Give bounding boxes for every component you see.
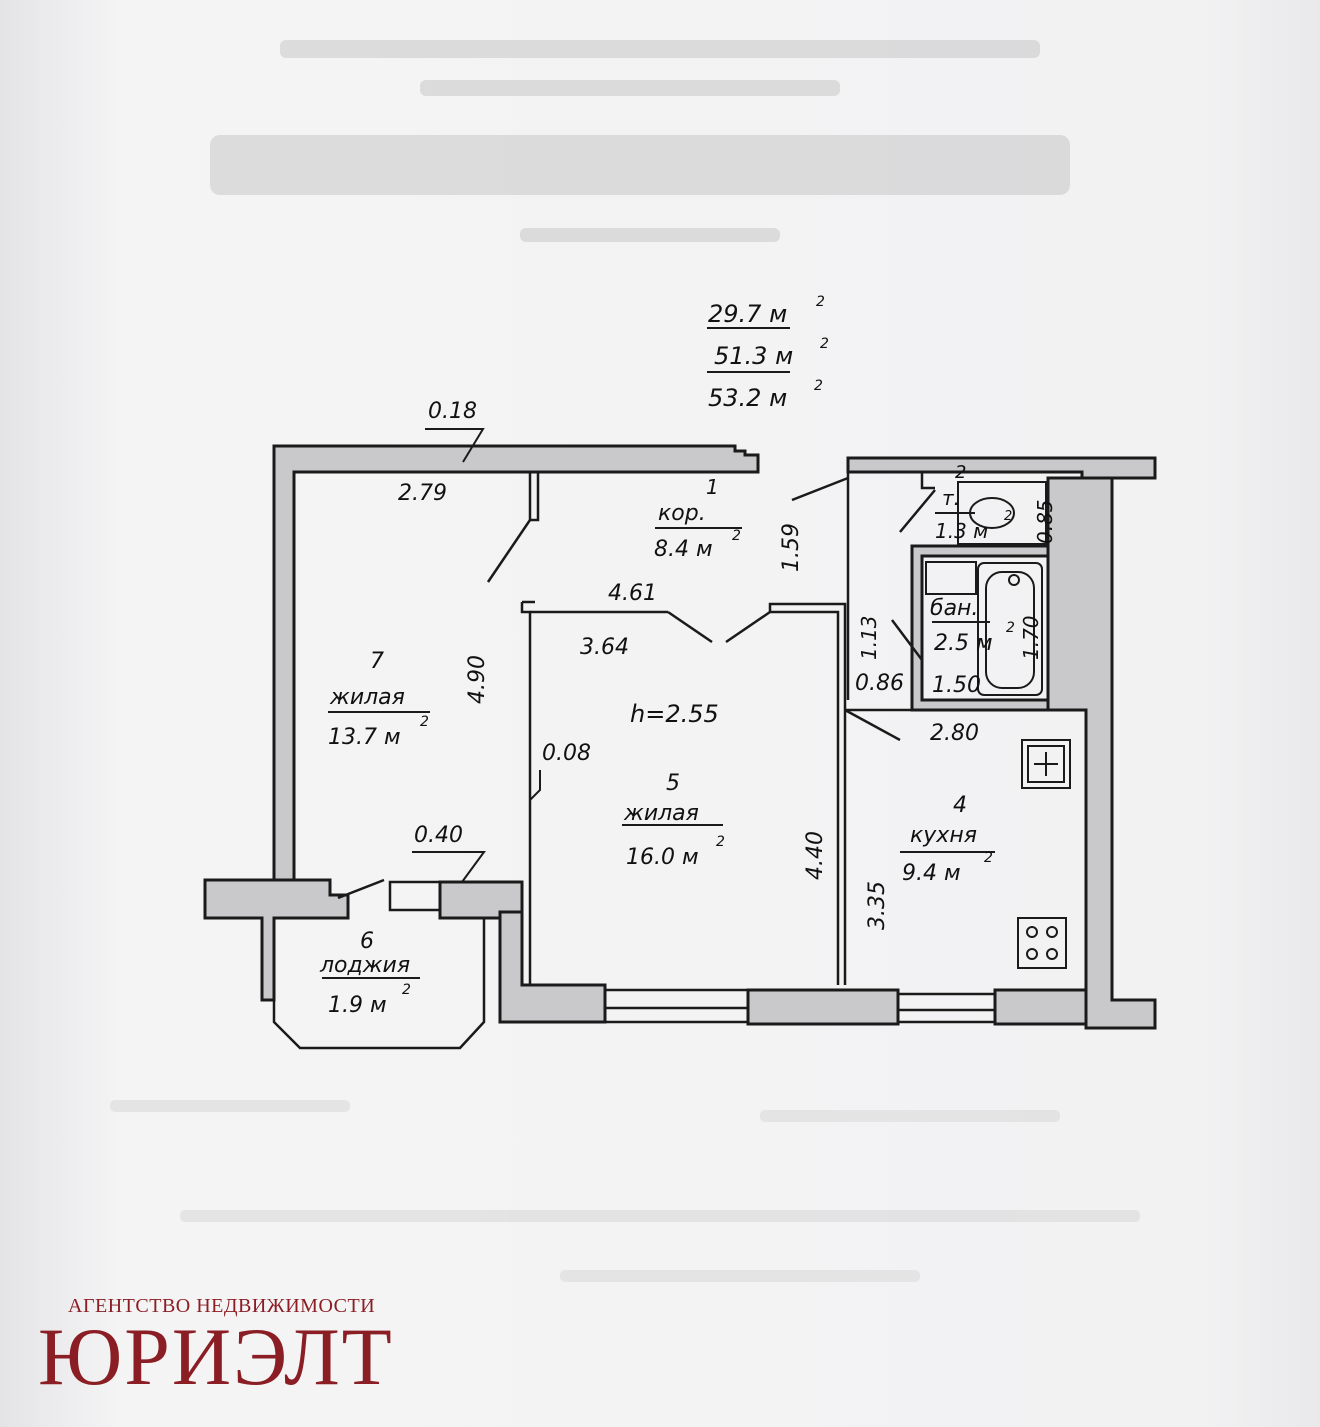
svg-text:2: 2 [984,850,993,866]
sink-icon [925,561,977,595]
living-area-text: 29.7 м [708,300,787,328]
dim-0-40: 0.40 [414,823,463,848]
kitchen-sink-icon [1021,739,1071,789]
dim-1-70: 1.70 [1019,615,1043,660]
room-2-name: т. [942,486,960,510]
logo-name: ЮРИЭЛТ [38,1311,394,1402]
total-with-loggia-text: 53.2 м [708,384,787,412]
svg-text:2: 2 [716,834,725,850]
wall-bottom [498,910,607,1024]
dim-3-64: 3.64 [580,635,629,660]
wall-bottom-pier [746,988,900,1026]
wall-loggia-left [203,878,350,1002]
room-2-area: 1.3 м [935,519,988,543]
svg-text:2: 2 [816,294,825,310]
svg-text:2: 2 [820,336,829,352]
room-6-number: 6 [360,929,374,954]
room-3-name: бан. [930,596,978,621]
svg-text:2: 2 [1006,620,1015,636]
dim-4-40: 4.40 [803,831,828,880]
wall-bath-box [910,544,1050,712]
dimension-labels: 0.18 2.79 1.59 0.85 1.70 4.61 3.64 1.13 … [398,399,1057,930]
total-area-text: 51.3 м [714,342,793,370]
agency-logo: АГЕНТСТВО НЕДВИЖИМОСТИ ЮРИЭЛТ [38,1290,458,1410]
room-6-name: лоджия [319,953,410,978]
ceiling-height: h=2.55 [630,700,719,728]
room-6-area: 1.9 м [328,993,387,1018]
fixtures [925,481,1071,969]
svg-text:2: 2 [814,378,823,394]
dim-4-61: 4.61 [608,581,657,606]
wall-bottom-right [993,988,1088,1026]
dim-1-59: 1.59 [779,523,804,572]
room-3-area: 2.5 м [934,631,993,656]
room-7-area: 13.7 м [328,725,401,750]
dim-0-08: 0.08 [542,741,591,766]
dim-2-79: 2.79 [398,481,447,506]
summary-block: 29.7 м 2 51.3 м 2 53.2 м 2 [708,294,829,412]
room-4-area: 9.4 м [902,861,961,886]
room-5-name: жилая [623,801,699,826]
dim-1-50: 1.50 [932,673,981,698]
room-labels: 1 кор. 8.4 м 2 2 т. 1.3 м 2 бан. 2.5 м 2… [319,462,1015,1018]
room-7-number: 7 [370,649,384,674]
partitions [272,472,1050,1050]
svg-text:2: 2 [420,714,429,730]
dim-2-80: 2.80 [930,721,979,746]
svg-text:2: 2 [402,982,411,998]
bathtub-icon [977,562,1043,696]
wall-loggia-right [438,880,524,920]
wall-top-right [846,456,1157,480]
svg-text:2: 2 [732,528,741,544]
dim-4-90: 4.90 [465,655,490,704]
faded-footer [110,1100,1140,1282]
room-4-name: кухня [910,823,977,848]
dim-0-18: 0.18 [428,399,477,424]
svg-text:2: 2 [1004,509,1012,524]
stove-icon [1017,917,1067,969]
dim-0-86: 0.86 [855,671,904,696]
wall-right [1046,476,1157,1030]
room-2-number: 2 [955,462,966,483]
faded-header [210,40,1070,242]
dim-1-13: 1.13 [857,615,881,660]
dim-0-85: 0.85 [1033,499,1057,544]
room-7-name: жилая [329,685,405,710]
room-5-area: 16.0 м [626,845,699,870]
room-1-name: кор. [658,501,706,526]
walls [203,444,1157,1030]
room-4-number: 4 [953,793,967,818]
room-1-area: 8.4 м [654,537,713,562]
room-5-number: 5 [666,771,680,796]
room-1-number: 1 [706,475,719,499]
leaders [322,327,995,979]
logo-subtitle: АГЕНТСТВО НЕДВИЖИМОСТИ [68,1295,376,1317]
dim-3-35: 3.35 [865,881,890,930]
